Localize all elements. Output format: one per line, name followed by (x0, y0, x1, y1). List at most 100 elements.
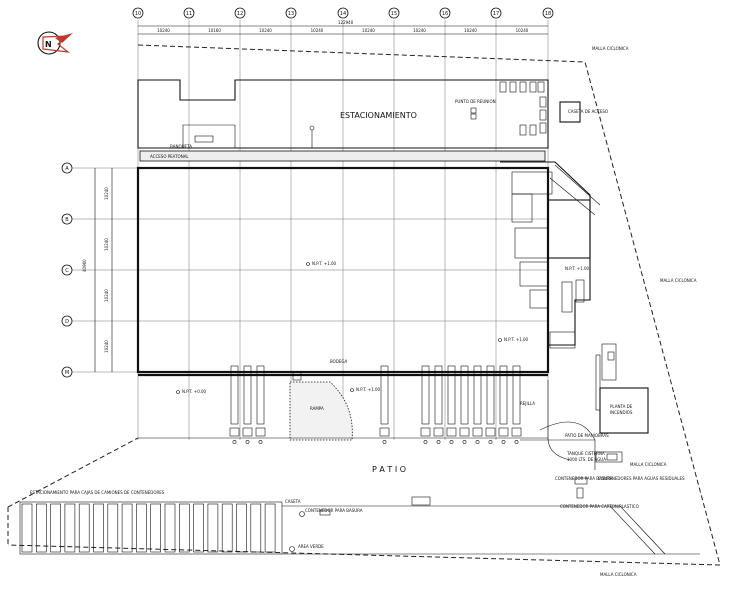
grid-col-label: 11 (186, 11, 192, 17)
bay-dim-label: 10240 (464, 28, 477, 33)
lower-road: CASETA CONTENEDOR PARA BASURA AREA VERDE (282, 496, 700, 555)
grid-row-label: A (65, 166, 69, 172)
dock-bumper (382, 440, 387, 444)
fence-label-bottom: MALLA CICLONICA (600, 572, 637, 577)
meeting-point-label: PUNTO DE REUNION (455, 99, 496, 104)
offices-block: N.P.T. +1.00 (500, 161, 601, 372)
guard-house-label: CASETA DE ACCESO (568, 109, 608, 114)
fence-label-top: MALLA CICLONICA (592, 46, 629, 51)
grid-bubble-row (61, 366, 73, 378)
dock-bumper (488, 440, 493, 444)
bay-dim-label: 10160 (208, 28, 221, 33)
grid-col-label: 14 (340, 11, 346, 17)
grid-bubble-col (285, 7, 297, 19)
tank-label: TANQUE CISTERNA (566, 451, 605, 456)
grid-bubble-col (183, 7, 195, 19)
trailer-slot (121, 503, 133, 553)
grid-bubble-col (439, 7, 451, 19)
grid-col-label: 10 (135, 11, 141, 17)
row-dim-label: 10240 (104, 340, 109, 353)
trailer-slot (221, 503, 233, 553)
grid-bubble-col (337, 7, 349, 19)
dock-truck (242, 427, 253, 437)
grate-label: REJILLA (520, 401, 535, 406)
guard-house: CASETA DE ACCESO (559, 101, 608, 123)
dock-truck (420, 427, 431, 437)
grid-col-label: 18 (545, 11, 551, 17)
maneuver-yard-label: PATIO DE MANIOBRAS (565, 433, 609, 438)
trailer-slot (150, 503, 161, 553)
parking-area: ESTACIONAMIENTO PUNTO DE REUNION (137, 79, 549, 149)
dock-bumper (514, 440, 519, 444)
fire-pump-label-top: PLANTA DE (610, 404, 633, 409)
ramp-area: RAMPA BODEGA (289, 359, 353, 441)
yard: P A T I O PATIO DE MANIOBRAS (138, 380, 609, 474)
dock-truck (498, 427, 509, 437)
left-overall-dim: 40960 (82, 259, 87, 272)
dock-truck (485, 427, 496, 437)
dock-truck (511, 427, 522, 437)
grid-col-label: 13 (288, 11, 294, 17)
trash-container-label: CONTENEDOR PARA BASURA (305, 508, 363, 513)
row-dim-label: 10240 (104, 238, 109, 251)
dock-truck (255, 427, 266, 437)
dock-bumper (501, 440, 506, 444)
level-label-offices: N.P.T. +1.00 (565, 266, 590, 271)
row-dim-label: 10240 (104, 289, 109, 302)
grid-col-label: 15 (391, 11, 397, 17)
trailer-slot (179, 503, 190, 553)
grid-bubble-row (61, 162, 73, 174)
trailer-slot (207, 503, 219, 553)
dock-bay (243, 365, 252, 425)
trailer-slot (164, 503, 176, 553)
overall-dimension: 122940 (138, 20, 548, 27)
trailer-slot (107, 503, 119, 553)
dock-bay (230, 365, 239, 425)
grid-bubble-row (61, 264, 73, 276)
dock-bumper (462, 440, 467, 444)
dock-bay (460, 365, 469, 425)
loading-docks-left (229, 365, 390, 444)
warehouse-label: BODEGA (330, 359, 348, 364)
level-label-b: N.P.T. +1.00 (356, 387, 381, 392)
trailer-slot (193, 503, 204, 553)
grid-col-label: 16 (442, 11, 448, 17)
dock-bay (380, 365, 389, 425)
dock-bumper (449, 440, 454, 444)
dock-truck (229, 427, 240, 437)
grid-bubble-col (132, 7, 144, 19)
dock-truck (446, 427, 457, 437)
dock-bumper (423, 440, 428, 444)
bay-dim-label: 10240 (259, 28, 272, 33)
container-label: CONTENEDOR PARA BASURA (555, 476, 613, 481)
gate-label: CASETA (285, 499, 301, 504)
dock-truck (459, 427, 470, 437)
water-tank: TANQUE CISTERNA 1000 LTS. DE AGUA (566, 451, 623, 463)
sidewalk-label: BANQUETA (170, 144, 192, 149)
trailer-slot (93, 503, 104, 553)
dock-truck (433, 427, 444, 437)
ramp-label: RAMPA (310, 406, 324, 411)
bay-dim-label: 10240 (413, 28, 426, 33)
property-boundary (7, 44, 721, 566)
dock-bay (434, 365, 443, 425)
dock-bumper (232, 440, 237, 444)
fence-label-right: MALLA CICLONICA (660, 278, 697, 283)
dock-bay (256, 365, 265, 425)
north-label: N (45, 40, 52, 49)
grid-col-label: 17 (493, 11, 499, 17)
bay-dim-label: 10240 (516, 28, 529, 33)
bay-dim-label: 10240 (362, 28, 375, 33)
trailer-slot (50, 503, 61, 553)
trailer-slot (236, 503, 247, 553)
grid-row-label: B (65, 217, 69, 223)
yard-label: P A T I O (372, 465, 406, 474)
trailer-parking: ESTACIONAMIENTO PARA CAJAS DE CAMIONES D… (19, 490, 283, 555)
trailer-parking-label: ESTACIONAMIENTO PARA CAJAS DE CAMIONES D… (30, 490, 165, 495)
trailer-slot (136, 503, 147, 553)
pedestrian-access-label: ACCESO PEATONAL (150, 154, 189, 159)
